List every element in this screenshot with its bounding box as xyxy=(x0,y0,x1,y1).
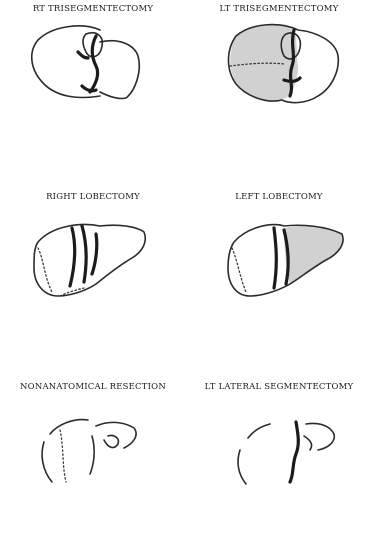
panel-rt-trisegmentectomy: RT TRISEGMENTECTOMY xyxy=(0,0,186,168)
panel-lt-trisegmentectomy: LT TRISEGMENTECTOMY xyxy=(186,0,372,168)
liver-diagram-lt-trisegmentectomy xyxy=(186,0,372,168)
panel-lt-lateral-segmentectomy: LT LATERAL SEGMENTECTOMY xyxy=(186,378,372,546)
liver-diagram-left-lobectomy xyxy=(186,188,372,356)
panel-right-lobectomy: RIGHT LOBECTOMY xyxy=(0,188,186,356)
liver-diagram-lt-lateral-segmentectomy xyxy=(186,378,372,546)
liver-diagram-rt-trisegmentectomy xyxy=(0,0,186,168)
liver-diagram-nonanatomical-resection xyxy=(0,378,186,546)
panel-left-lobectomy: LEFT LOBECTOMY xyxy=(186,188,372,356)
liver-diagram-right-lobectomy xyxy=(0,188,186,356)
panel-nonanatomical-resection: NONANATOMICAL RESECTION xyxy=(0,378,186,546)
